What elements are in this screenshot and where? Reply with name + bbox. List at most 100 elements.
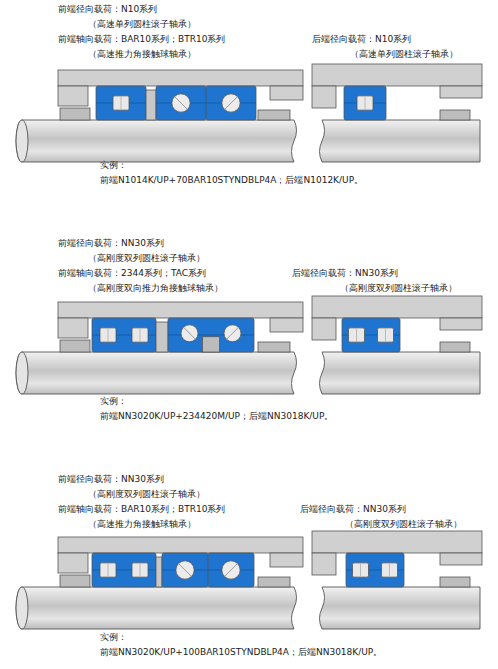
roller <box>100 563 116 577</box>
annotation-text: （高刚度双列圆柱滚子轴承） <box>88 253 205 264</box>
example-heading: 实例： <box>100 160 127 171</box>
cylindrical-roller-bearing <box>346 553 404 587</box>
spindle-shaft <box>16 352 297 394</box>
ball <box>222 561 240 579</box>
annotation-text: 前端轴向载荷：BAR10系列；BTR10系列 <box>58 504 225 515</box>
roller-axis <box>389 564 390 576</box>
contact-line <box>225 564 238 577</box>
annotation-text: （高刚度双列圆柱滚子轴承） <box>88 489 205 500</box>
spacer <box>146 90 156 120</box>
angular-contact-ball-bearing <box>208 553 254 587</box>
contact-line <box>225 97 238 110</box>
spindle-arrangement <box>16 64 482 162</box>
rear-housing-step <box>440 86 482 98</box>
angular-contact-ball-bearing <box>206 86 256 120</box>
angular-contact-ball-bearing <box>156 86 206 120</box>
lock-nut <box>60 575 90 587</box>
lock-nut <box>440 110 470 120</box>
annotation-text: （高刚度双列圆柱滚子轴承） <box>345 519 462 530</box>
front-housing <box>58 302 303 318</box>
annotation-text: （高速推力角接触球轴承） <box>88 49 196 60</box>
spindle-shaft <box>16 120 297 162</box>
roller-axis <box>140 564 141 576</box>
annotation-text: 前端轴向载荷：BAR10系列；BTR10系列 <box>58 34 225 45</box>
annotation-text: 前端径向载荷：NN30系列 <box>58 238 164 249</box>
roller <box>100 328 116 342</box>
annotation-text: 前端N1014K/UP+70BAR10STYNDBLP4A；后端N1012K/U… <box>100 175 363 186</box>
rear-housing-step <box>440 318 482 330</box>
lock-nut <box>60 108 90 120</box>
spacer-sleeve <box>258 577 290 587</box>
annotation-text: （高速单列圆柱滚子轴承） <box>88 19 196 30</box>
rear-housing <box>312 296 482 318</box>
spindle-arrangement <box>16 296 482 394</box>
center-spacer <box>202 337 219 352</box>
housing-spacer <box>270 553 303 567</box>
annotation-text: 前端NN3020K/UP+100BAR10STYNDBLP4A；后端NN3018… <box>100 647 382 658</box>
annotation-text: （高速推力角接触球轴承） <box>88 519 196 530</box>
roller <box>132 563 148 577</box>
roller-axis <box>360 564 361 576</box>
cylindrical-roller-bearing <box>92 553 156 587</box>
housing-spacer <box>270 318 303 332</box>
lock-nut <box>440 342 470 352</box>
contact-line <box>175 97 188 110</box>
roller <box>382 563 398 577</box>
annotation-text: 后端径向载荷：N10系列 <box>312 34 411 45</box>
roller-axis <box>140 329 141 341</box>
spindle-shaft <box>16 587 297 629</box>
annotation-text: 后端径向载荷：NN30系列 <box>300 504 406 515</box>
annotation-text: 前端径向载荷：NN30系列 <box>58 474 164 485</box>
double-direction-thrust-bearing <box>168 318 254 352</box>
roller-axis <box>356 329 357 341</box>
contact-line <box>179 564 192 577</box>
roller <box>349 328 365 342</box>
roller <box>353 563 369 577</box>
ball <box>176 561 194 579</box>
roller-axis <box>385 329 386 341</box>
annotation-text: （高刚度双列圆柱滚子轴承） <box>340 283 457 294</box>
roller-axis <box>108 564 109 576</box>
shaft-end <box>16 120 28 162</box>
annotation-text: 前端NN3020K/UP+234420M/UP；后端NN3018K/UP。 <box>100 411 333 422</box>
spacer-sleeve <box>258 110 290 120</box>
front-housing <box>58 70 303 86</box>
rear-cover <box>312 553 336 575</box>
spacer-sleeve <box>258 342 290 352</box>
shaft-end <box>16 587 28 629</box>
spindle-shaft <box>320 587 481 629</box>
contact-line <box>184 327 196 339</box>
housing-spacer <box>270 86 303 100</box>
roller-axis <box>108 329 109 341</box>
rear-cover <box>312 318 336 340</box>
rear-housing <box>312 531 482 553</box>
rear-housing-step <box>440 553 482 565</box>
spacer <box>156 322 168 352</box>
cylindrical-roller-bearing <box>344 86 386 120</box>
lock-nut <box>60 340 90 352</box>
spindle-arrangement <box>16 531 482 629</box>
roller <box>132 328 148 342</box>
spindle-shaft <box>320 120 481 162</box>
front-cover <box>58 553 88 573</box>
ball <box>172 94 190 112</box>
roller-axis <box>365 97 366 109</box>
annotation-text: 前端轴向载荷：2344系列；TAC系列 <box>58 268 206 279</box>
cylindrical-roller-bearing <box>342 318 400 352</box>
front-cover <box>58 86 88 106</box>
spacer <box>156 557 162 587</box>
roller <box>378 328 394 342</box>
ball <box>222 94 240 112</box>
angular-contact-ball-bearing <box>162 553 208 587</box>
roller <box>113 96 129 110</box>
example-heading: 实例： <box>100 632 127 643</box>
roller-axis <box>121 97 122 109</box>
example-heading: 实例： <box>100 396 127 407</box>
annotation-text: （高刚度双向推力角接触球轴承） <box>88 283 223 294</box>
annotation-text: 前端径向载荷：N10系列 <box>58 4 157 15</box>
front-cover <box>58 318 88 338</box>
cylindrical-roller-bearing <box>92 318 156 352</box>
annotation-text: 后端径向载荷：NN30系列 <box>292 268 398 279</box>
